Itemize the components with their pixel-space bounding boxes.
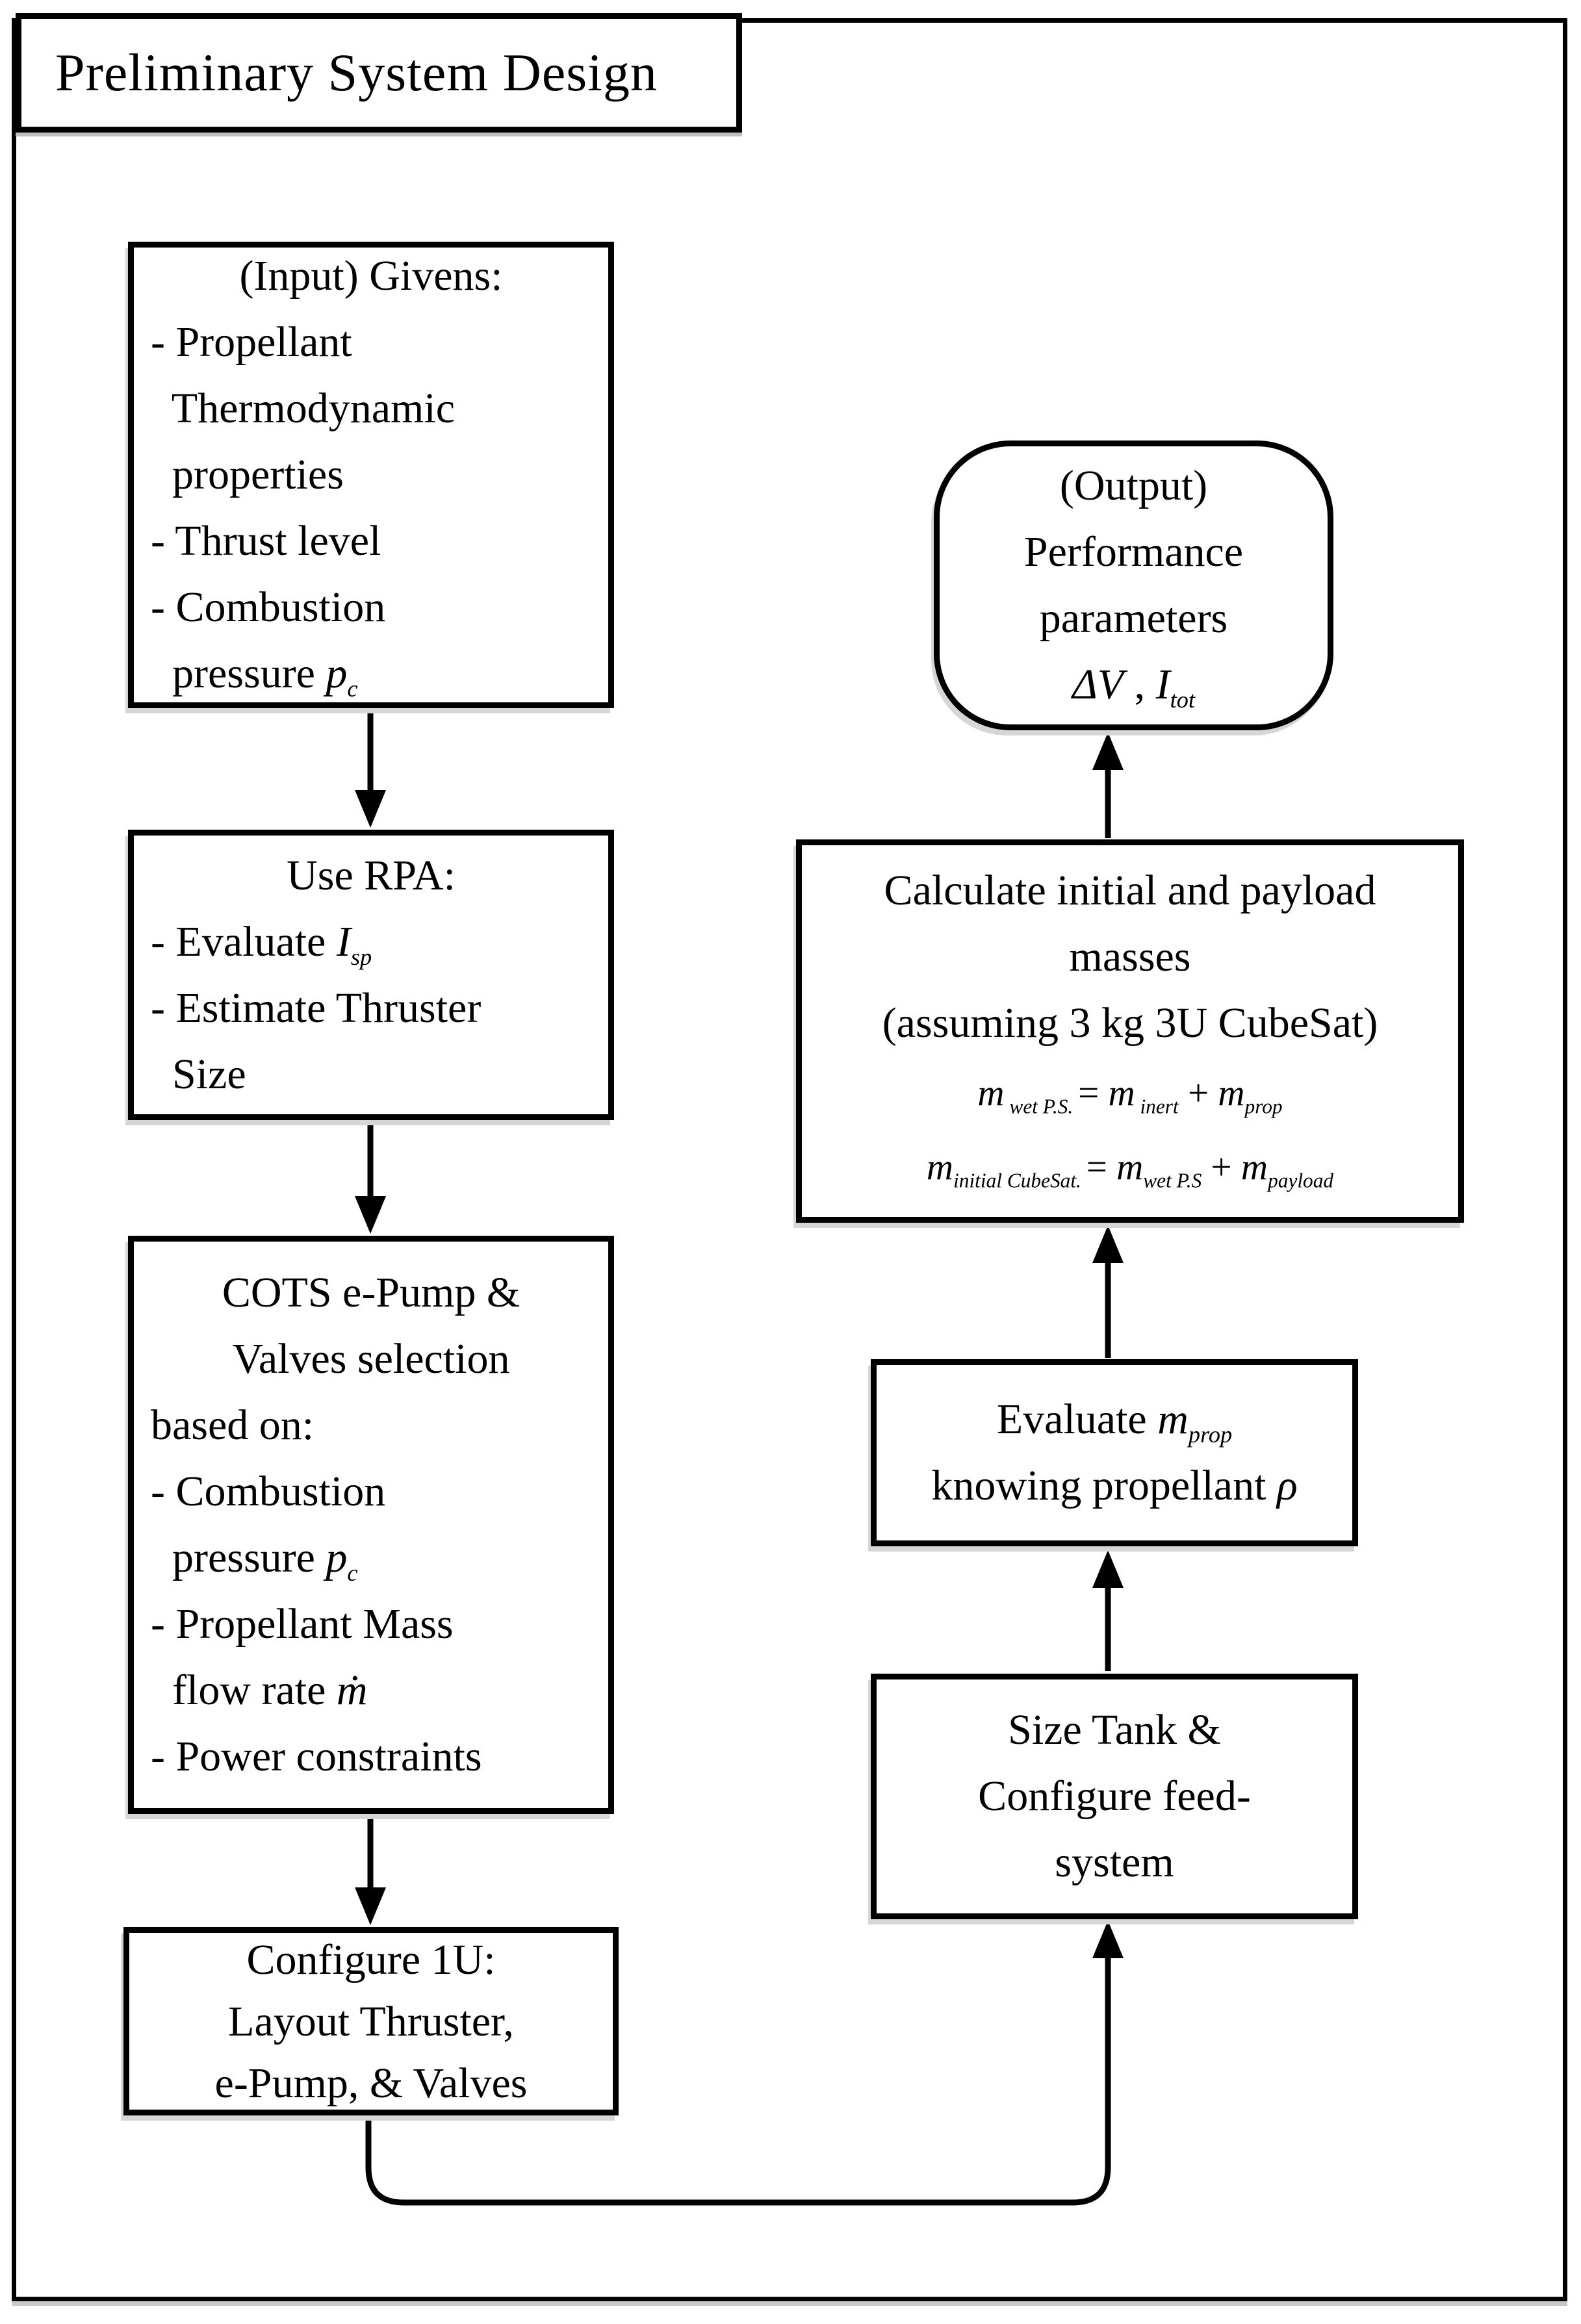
box-text-line: parameters — [1039, 594, 1228, 642]
connector-configure-to-sizetank-icon — [365, 1921, 1124, 2206]
box-text-line: Size — [151, 1050, 246, 1098]
box-text-line: system — [1055, 1839, 1174, 1886]
box-text-line: flow rate ṁ — [151, 1666, 368, 1714]
box-text-line: - Estimate Thruster — [151, 984, 482, 1032]
box-text-line: Size Tank & — [1008, 1706, 1221, 1754]
box-text-line: - Thrust level — [151, 517, 381, 565]
box-text-line: Configure 1U: — [246, 1935, 496, 1984]
box-text-line: (assuming 3 kg 3U CubeSat) — [882, 999, 1378, 1047]
box-text-line: based on: — [151, 1401, 315, 1449]
box-text-line: Performance — [1023, 528, 1244, 576]
box-text-line: - Combustion — [151, 583, 386, 631]
box-text-line: Configure feed- — [978, 1772, 1251, 1820]
diagram-title: Preliminary System Design — [55, 43, 658, 102]
box-text-line: m wet P.S. = m inert + mprop — [977, 1073, 1283, 1118]
arrow-cots-to-configure-icon — [355, 1814, 386, 1925]
box-cots-selection: COTS e-Pump & Valves selection based on: - … — [128, 1236, 614, 1814]
box-text-line: - Propellant Mass — [151, 1600, 454, 1648]
box-text-line: Layout Thruster, — [228, 1997, 514, 2045]
box-text-line: knowing propellant ρ — [931, 1462, 1298, 1509]
box-text-line: Evaluate mprop — [996, 1396, 1233, 1448]
box-text-line: Use RPA: — [287, 851, 456, 899]
diagram-title-box: Preliminary System Design — [16, 13, 742, 133]
box-text-line: - Combustion — [151, 1468, 386, 1515]
box-text-line: - Evaluate Isp — [151, 917, 372, 970]
box-calculate-masses: Calculate initial and payload masses (assu… — [796, 839, 1464, 1223]
arrow-sizetank-to-evaluate-icon — [1092, 1550, 1124, 1671]
box-text-line: Thermodynamic — [151, 385, 455, 432]
arrow-calculate-to-output-icon — [1092, 732, 1124, 838]
box-text-line: masses — [1069, 933, 1191, 980]
box-text-line: - Power constraints — [151, 1733, 482, 1780]
box-text-line: - Propellant — [151, 318, 352, 366]
box-configure-1u: Configure 1U: Layout Thruster, e-Pump, & V… — [123, 1927, 619, 2115]
arrow-evaluate-to-calculate-icon — [1092, 1225, 1124, 1358]
box-text-line: e-Pump, & Valves — [214, 2059, 528, 2107]
box-use-rpa: Use RPA: - Evaluate Isp - Estimate Thruste… — [128, 830, 614, 1120]
box-text-line: Calculate initial and payload — [884, 867, 1376, 914]
box-text-line: Valves selection — [232, 1335, 510, 1383]
box-text-line: COTS e-Pump & — [222, 1269, 521, 1316]
box-output-performance: (Output) Performance parameters ΔV , Itot — [934, 441, 1333, 730]
box-text-line: minitial CubeSat. = mwet P.S + mpayload — [926, 1147, 1334, 1192]
box-text-line: pressure pc — [151, 1534, 358, 1587]
box-size-tank: Size Tank & Configure feed-system — [871, 1674, 1358, 1919]
box-text-line: (Input) Givens: — [239, 252, 503, 300]
arrow-rpa-to-cots-icon — [355, 1120, 386, 1234]
box-input-givens: (Input) Givens: - Propellant Thermodynami… — [128, 242, 614, 708]
box-text-line: (Output) — [1059, 462, 1208, 509]
box-text-line: ΔV , Itot — [1072, 661, 1195, 713]
box-text-line: pressure pc — [151, 650, 358, 702]
box-evaluate-mprop: Evaluate mprop knowing propellant ρ — [871, 1359, 1358, 1546]
box-text-line: properties — [151, 451, 344, 498]
arrow-input-to-rpa-icon — [355, 708, 386, 828]
